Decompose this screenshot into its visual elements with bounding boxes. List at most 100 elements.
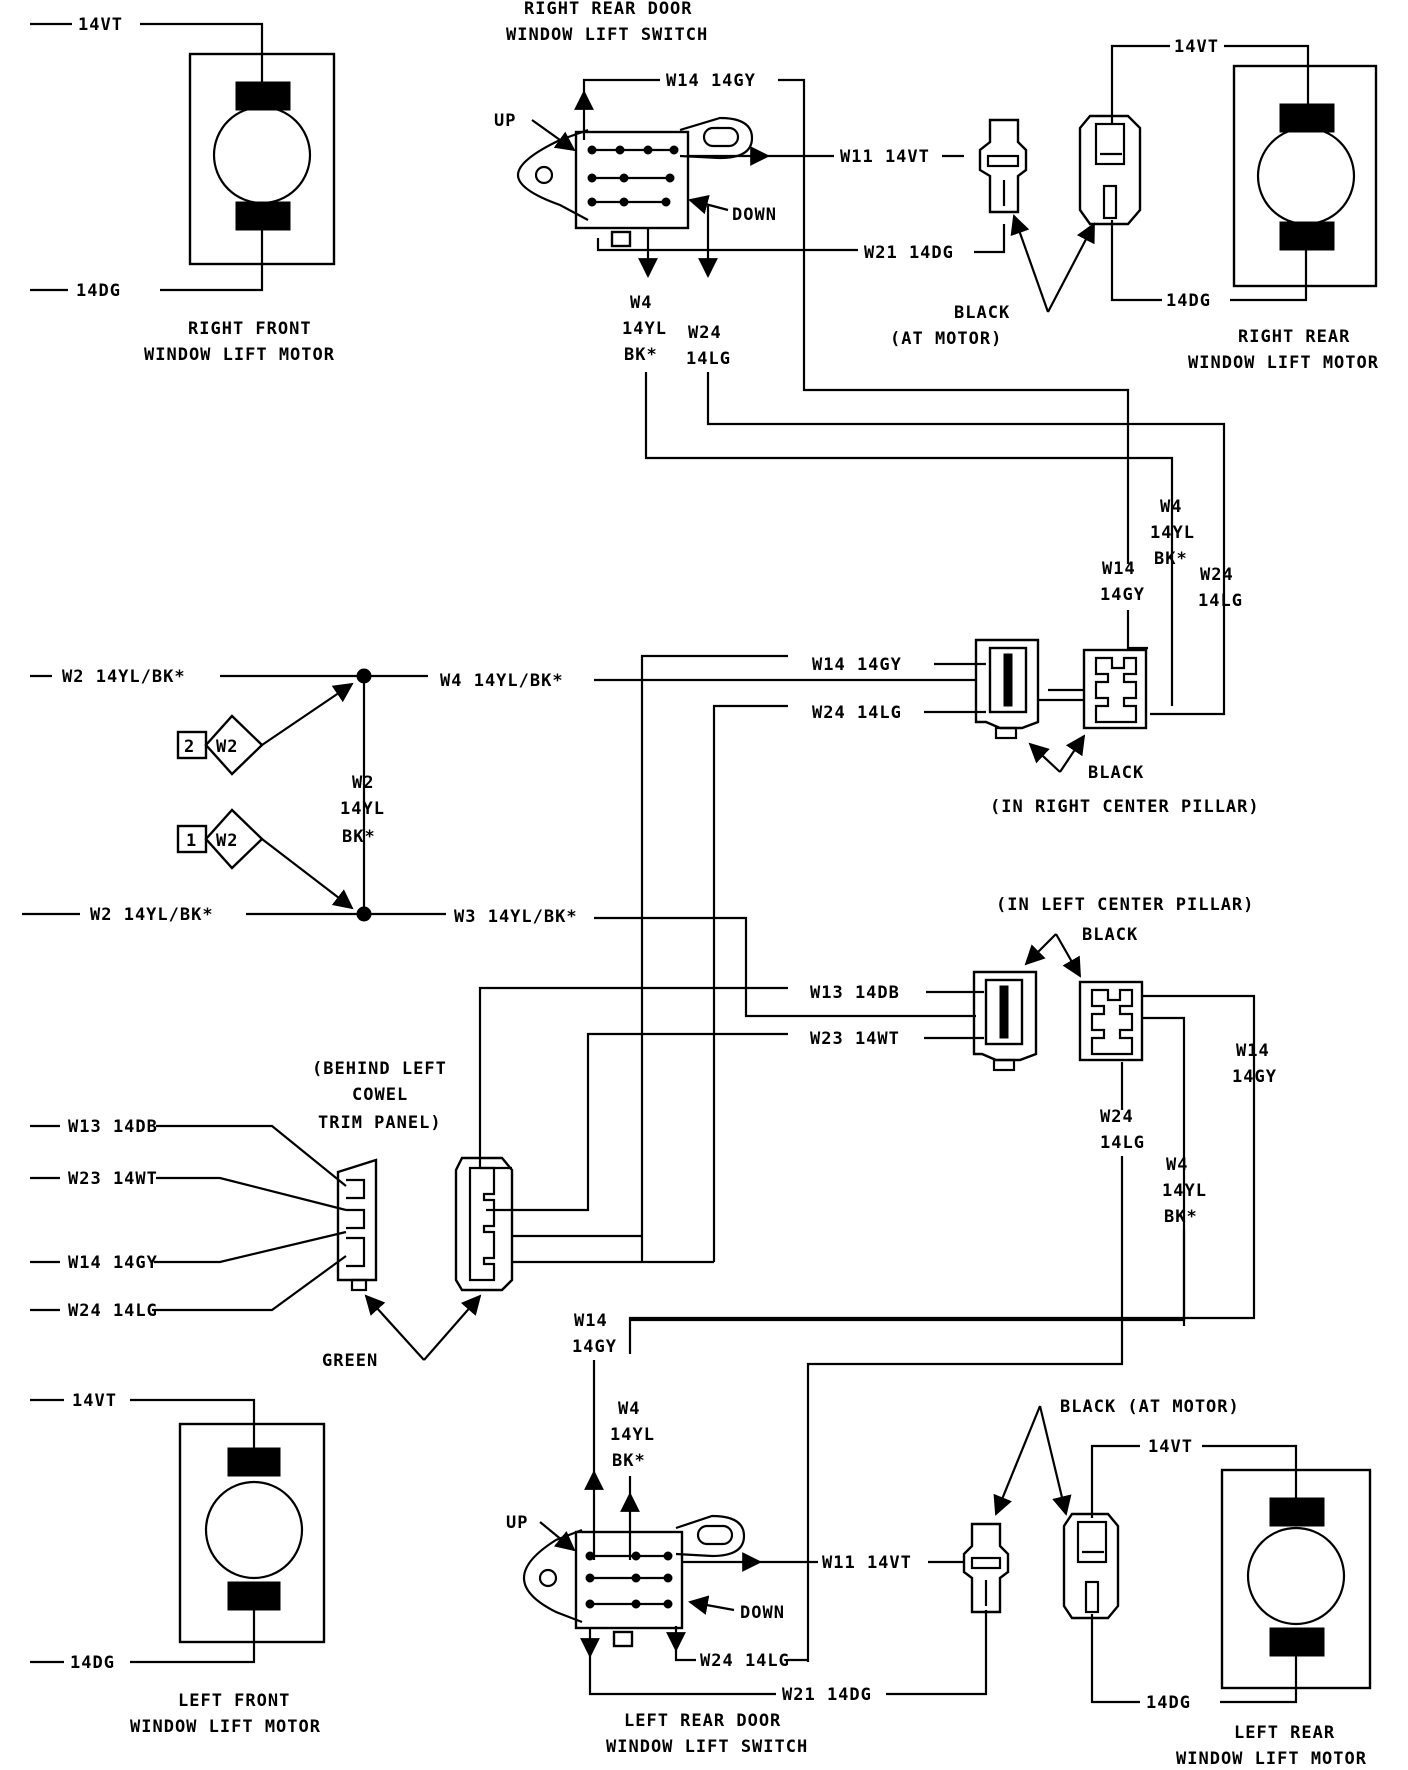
lr-w4-label-3: BK* <box>612 1451 646 1471</box>
lr-w24-label: W24 14LG <box>700 1651 790 1671</box>
left-rear-door-switch: UP DOWN <box>506 1470 785 1658</box>
rp-w4-label-3: BK* <box>1154 549 1188 569</box>
lr-motor-title: LEFT REAR <box>1234 1723 1335 1743</box>
w4-main-label: W4 14YL/BK* <box>440 671 564 691</box>
cowl-w23-label: W23 14WT <box>68 1169 158 1189</box>
lr-motor-bottom-wire-label: 14DG <box>1146 1693 1191 1713</box>
lp-location-label: (IN LEFT CENTER PILLAR) <box>996 895 1254 915</box>
lf-motor-title: LEFT FRONT <box>178 1691 290 1711</box>
lp-w4-label-3: BK* <box>1164 1207 1198 1227</box>
rf-motor-top-wire-label: 14VT <box>78 15 123 35</box>
rf-motor-title: RIGHT FRONT <box>188 319 312 339</box>
cowl-connector-right <box>454 1156 514 1292</box>
rp-w4-label-2: 14YL <box>1150 523 1195 543</box>
rp-w24-label-1: W24 <box>1200 565 1234 585</box>
lr-w14-label-1: W14 <box>574 1311 608 1331</box>
lp-w24-label-1: W24 <box>1100 1107 1134 1127</box>
lr-w14-label-2: 14GY <box>572 1337 617 1357</box>
rr-w24-label-2: 14LG <box>686 349 731 369</box>
lr-w4-label-2: 14YL <box>610 1425 655 1445</box>
rr-w24-label-1: W24 <box>688 323 722 343</box>
lr-switch-down-label: DOWN <box>740 1603 785 1623</box>
rp-in-w14-label: W14 14GY <box>812 655 902 675</box>
rr-at-motor-label: (AT MOTOR) <box>890 329 1002 349</box>
rp-w14-label-1: W14 <box>1102 559 1136 579</box>
rr-w4-label-2: 14YL <box>622 319 667 339</box>
splice-1: 1 W2 <box>176 808 354 910</box>
lp-connector-left <box>972 970 1038 1072</box>
lp-w4-label-2: 14YL <box>1162 1181 1207 1201</box>
cowl-location-label-1: (BEHIND LEFT <box>312 1059 447 1079</box>
rr-w14-label: W14 14GY <box>666 71 756 91</box>
lp-black-label: BLACK <box>1082 925 1138 945</box>
lp-w4-label-1: W4 <box>1166 1155 1188 1175</box>
rr-w4-label-1: W4 <box>630 293 652 313</box>
w2-bottom-label: W2 14YL/BK* <box>90 905 214 925</box>
right-rear-door-switch: RIGHT REAR DOOR WINDOW LIFT SWITCH UP DO… <box>494 0 777 278</box>
w3-main-label: W3 14YL/BK* <box>454 907 578 927</box>
rp-connector-left <box>974 638 1040 740</box>
right-front-motor: 14VT 14DG RIGHT FRONT WINDOW LIFT MOTOR <box>30 15 336 365</box>
lr-switch-up-label: UP <box>506 1513 528 1533</box>
rr-motor-connector-socket <box>1078 114 1142 226</box>
lp-in-w23-label: W23 14WT <box>810 1029 900 1049</box>
w2-mid-label-2: 14YL <box>340 799 385 819</box>
lf-motor-bottom-wire-label: 14DG <box>70 1653 115 1673</box>
lr-switch-title: LEFT REAR DOOR <box>624 1711 781 1731</box>
rr-motor-subtitle: WINDOW LIFT MOTOR <box>1188 353 1379 373</box>
lp-w24-label-2: 14LG <box>1100 1133 1145 1153</box>
lp-w14-label-1: W14 <box>1236 1041 1270 1061</box>
rp-location-label: (IN RIGHT CENTER PILLAR) <box>990 797 1260 817</box>
w2-mid-label-3: BK* <box>342 827 376 847</box>
lr-w21-label: W21 14DG <box>782 1685 872 1705</box>
rr-w21-label: W21 14DG <box>864 243 954 263</box>
rp-w4-label-1: W4 <box>1160 497 1182 517</box>
w2-top-label: W2 14YL/BK* <box>62 667 186 687</box>
rr-w11-label: W11 14VT <box>840 147 930 167</box>
rr-motor-bottom-wire-label: 14DG <box>1166 291 1211 311</box>
rr-switch-down-label: DOWN <box>732 205 777 225</box>
rp-black-label: BLACK <box>1088 763 1144 783</box>
lr-motor-top-wire-label: 14VT <box>1148 1437 1193 1457</box>
lr-motor-connector-socket <box>1062 1512 1120 1620</box>
lr-w11-label: W11 14VT <box>822 1553 912 1573</box>
lr-w4-label-1: W4 <box>618 1399 640 1419</box>
cowl-location-label-3: TRIM PANEL) <box>318 1113 442 1133</box>
cowl-w13-label: W13 14DB <box>68 1117 158 1137</box>
lp-in-w13-label: W13 14DB <box>810 983 900 1003</box>
w2-mid-label-1: W2 <box>352 773 374 793</box>
svg-text:2: 2 <box>184 737 195 757</box>
rr-switch-subtitle: WINDOW LIFT SWITCH <box>506 25 708 45</box>
lf-motor-top-wire-label: 14VT <box>72 1391 117 1411</box>
green-label: GREEN <box>322 1351 378 1371</box>
cowl-location-label-2: COWEL <box>352 1085 408 1105</box>
lr-black-label: BLACK (AT MOTOR) <box>1060 1397 1240 1417</box>
rr-black-label: BLACK <box>954 303 1010 323</box>
rr-motor-connector-plug <box>978 118 1028 214</box>
lr-motor-subtitle: WINDOW LIFT MOTOR <box>1176 1749 1367 1769</box>
rr-motor-top-wire-label: 14VT <box>1174 37 1219 57</box>
rr-motor-title: RIGHT REAR <box>1238 327 1350 347</box>
left-rear-motor: 14VT 14DG LEFT REAR WINDOW LIFT MOTOR <box>1090 1437 1372 1769</box>
rr-switch-up-label: UP <box>494 111 516 131</box>
rp-w14-label-2: 14GY <box>1100 585 1145 605</box>
rf-motor-subtitle: WINDOW LIFT MOTOR <box>144 345 335 365</box>
rp-in-w24-label: W24 14LG <box>812 703 902 723</box>
svg-text:W2: W2 <box>216 737 238 757</box>
cowl-connector-left <box>336 1158 378 1292</box>
left-front-motor: 14VT 14DG LEFT FRONT WINDOW LIFT MOTOR <box>30 1391 326 1737</box>
lr-switch-subtitle: WINDOW LIFT SWITCH <box>606 1737 808 1757</box>
rf-motor-bottom-wire-label: 14DG <box>76 281 121 301</box>
svg-text:1: 1 <box>186 831 197 851</box>
rp-w24-label-2: 14LG <box>1198 591 1243 611</box>
lp-connector-right <box>1078 980 1144 1062</box>
lr-motor-connector-plug <box>962 1522 1010 1614</box>
rp-connector-right <box>1082 648 1148 730</box>
cowl-w24-label: W24 14LG <box>68 1301 158 1321</box>
rr-switch-title: RIGHT REAR DOOR <box>524 0 693 19</box>
rr-w4-label-3: BK* <box>624 345 658 365</box>
cowl-w14-label: W14 14GY <box>68 1253 158 1273</box>
lf-motor-subtitle: WINDOW LIFT MOTOR <box>130 1717 321 1737</box>
splice-2: 2 W2 <box>176 682 354 776</box>
